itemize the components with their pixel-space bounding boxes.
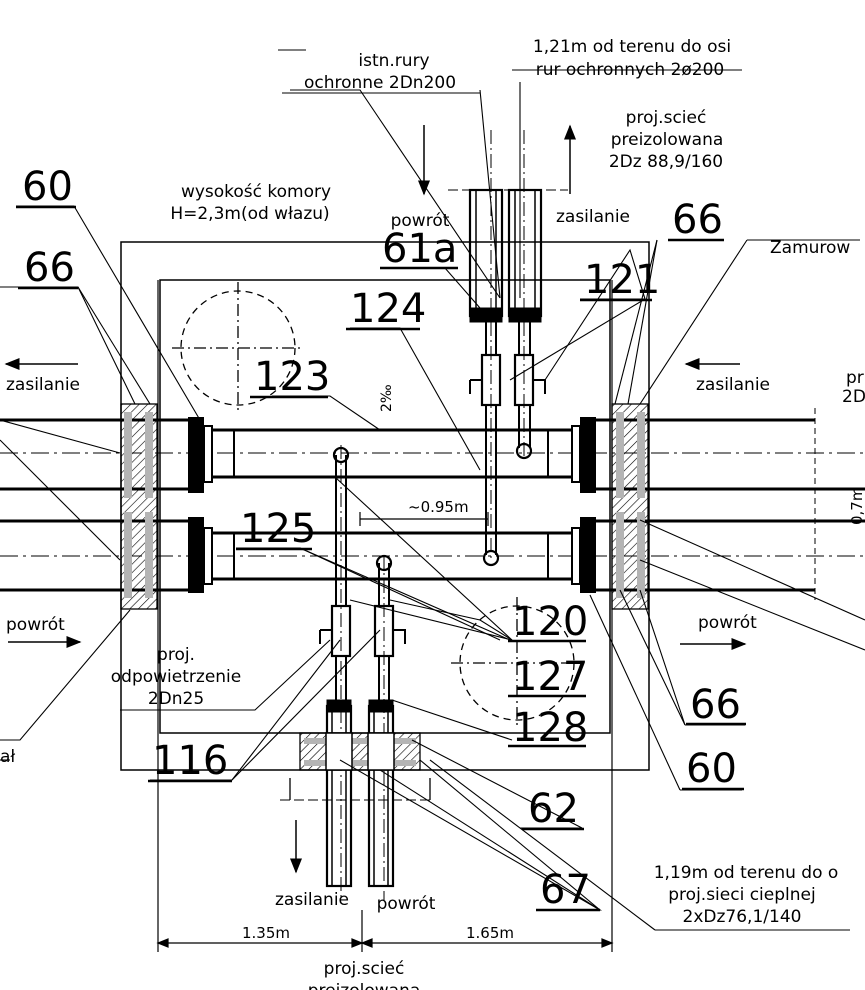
callout-123: 123 [254,354,330,400]
label-zamurow: Zamurow [770,238,850,258]
flow-arrows [4,124,747,874]
note-proj-bottom-1: proj.scieć [324,959,405,979]
note-odpow-2: odpowietrzenie [111,667,241,687]
note-istn-rury-1: istn.rury [358,51,429,71]
callout-121: 121 [584,257,660,303]
note-proj-bottom-2: preizolowana [308,981,421,990]
note-bottom-3: 2xDz76,1/140 [683,907,802,927]
note-bottom-1: 1,19m od terenu do o [654,863,839,883]
callout-numbers: 60 66 66 61a 124 121 123 125 120 127 128… [22,164,741,913]
label-zasilanie-bottom: zasilanie [275,890,349,910]
note-odpow-3: 2Dn25 [148,689,204,709]
label-powrot-bottom: powrót [377,894,436,914]
bottom-branch-pipes [280,445,431,900]
label-zasilanie-top: zasilanie [556,207,630,227]
callout-60-top: 60 [22,164,73,210]
dim-07: 0,7m [848,487,865,525]
note-chamber-1: wysokość komory [181,182,331,202]
pipe-flanges [188,417,596,593]
label-zasilanie-right: zasilanie [696,375,770,395]
callout-125: 125 [240,506,316,552]
callout-62: 62 [528,786,579,832]
note-bottom-2: proj.sieci cieplnej [668,885,815,905]
note-chamber-2: H=2,3m(od włazu) [170,204,329,224]
note-depth-top-1: 1,21m od terenu do osi [533,37,731,57]
note-istn-rury-2: ochronne 2Dn200 [304,73,456,93]
note-proj-top-3: 2Dz 88,9/160 [609,152,723,172]
callout-128: 128 [512,705,588,751]
callout-120: 120 [512,599,588,645]
label-slope: 2‰ [379,384,395,412]
note-depth-top-2: rur ochronnych 2ø200 [536,60,725,80]
note-proj-top-1: proj.scieć [626,108,707,128]
note-proj-right-2: 2D [842,387,865,407]
label-zasilanie-left: zasilanie [6,375,80,395]
dim-135: 1.35m [242,924,290,942]
callout-66-left: 66 [24,245,75,291]
callout-124: 124 [350,286,426,332]
drawing-labels: istn.rury ochronne 2Dn200 1,21m od teren… [0,37,865,990]
callout-60-bottom: 60 [686,746,737,792]
callout-116: 116 [152,738,228,784]
note-proj-right-1: pr [846,368,864,388]
label-powrot-left: powrót [6,615,65,635]
label-powrot-top: powrót [391,211,450,231]
dimension-lines [156,280,614,952]
note-odpow-1: proj. [157,645,195,665]
wall-seals [120,403,649,610]
callout-66-right: 66 [672,197,723,243]
label-al: ał [0,747,15,767]
manhole-circles [172,282,583,729]
callout-127: 127 [512,654,588,700]
dim-095: ~0.95m [408,498,469,516]
callout-67: 67 [540,867,591,913]
label-powrot-right: powrót [698,613,757,633]
dim-165: 1.65m [466,924,514,942]
note-proj-top-2: preizolowana [611,130,724,150]
callout-66-bottom: 66 [690,682,741,728]
bottom-wall-seal [299,732,421,771]
callout-61a: 61a [382,226,457,272]
callout-underlines [16,205,746,912]
